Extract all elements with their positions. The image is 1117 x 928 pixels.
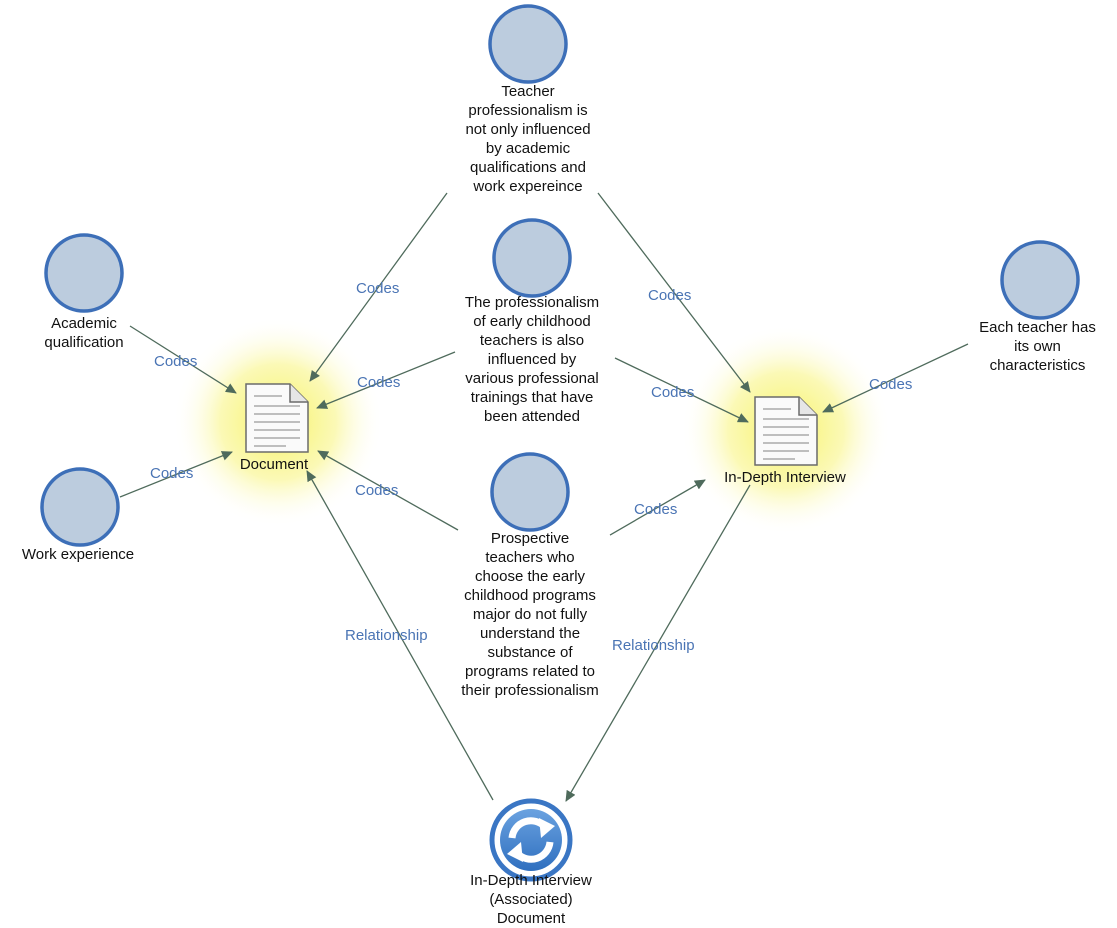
edge-label-codes-3: Codes xyxy=(154,353,197,370)
edge-label-codes-7: Codes xyxy=(150,465,193,482)
node-label-early-childhood-trainings: The professionalism of early childhood t… xyxy=(464,294,600,425)
edge-interview-to-associated[interactable] xyxy=(565,484,751,802)
node-circle-prospective-teachers[interactable] xyxy=(490,452,570,532)
edge-trainings-to-document[interactable] xyxy=(316,351,456,409)
refresh-cycle-icon[interactable] xyxy=(489,798,573,882)
node-label-associated-document: In-Depth Interview (Associated) Document xyxy=(470,872,592,927)
edge-work-to-document[interactable] xyxy=(119,451,233,498)
edge-label-codes-8: Codes xyxy=(355,482,398,499)
edge-prospective-to-document[interactable] xyxy=(317,450,459,531)
edge-label-relationship-1: Relationship xyxy=(345,627,428,644)
node-label-document: Document xyxy=(239,456,309,473)
node-label-prospective-teachers: Prospective teachers who choose the earl… xyxy=(461,530,599,699)
node-label-teacher-professionalism: Teacher professionalism is not only infl… xyxy=(465,83,591,195)
edge-each-teacher-to-interview[interactable] xyxy=(822,343,969,413)
edge-label-codes-4: Codes xyxy=(357,374,400,391)
edge-label-codes-2: Codes xyxy=(648,287,691,304)
edge-teacher-to-document[interactable] xyxy=(309,192,448,382)
edge-prospective-to-interview[interactable] xyxy=(609,479,706,536)
node-label-in-depth-interview: In-Depth Interview xyxy=(724,469,846,486)
node-circle-teacher-professionalism[interactable] xyxy=(488,4,568,84)
node-circle-academic-qualification[interactable] xyxy=(44,233,124,313)
interview-document-icon[interactable] xyxy=(754,396,818,466)
edge-label-codes-1: Codes xyxy=(356,280,399,297)
edge-academic-to-document[interactable] xyxy=(129,325,237,394)
node-label-work-experience: Work experience xyxy=(21,546,135,563)
edge-label-codes-9: Codes xyxy=(634,501,677,518)
edge-trainings-to-interview[interactable] xyxy=(614,357,749,423)
edge-label-relationship-2: Relationship xyxy=(612,637,695,654)
document-icon[interactable] xyxy=(245,383,309,453)
node-label-each-teacher: Each teacher has its own characteristics xyxy=(979,319,1096,374)
edge-label-codes-5: Codes xyxy=(651,384,694,401)
node-circle-work-experience[interactable] xyxy=(40,467,120,547)
edge-label-codes-6: Codes xyxy=(869,376,912,393)
edge-associated-to-document[interactable] xyxy=(306,470,494,801)
node-label-academic-qualification: Academic qualification xyxy=(44,315,124,351)
node-circle-early-childhood-trainings[interactable] xyxy=(492,218,572,298)
node-circle-each-teacher[interactable] xyxy=(1000,240,1080,320)
edge-teacher-to-interview[interactable] xyxy=(597,192,751,393)
